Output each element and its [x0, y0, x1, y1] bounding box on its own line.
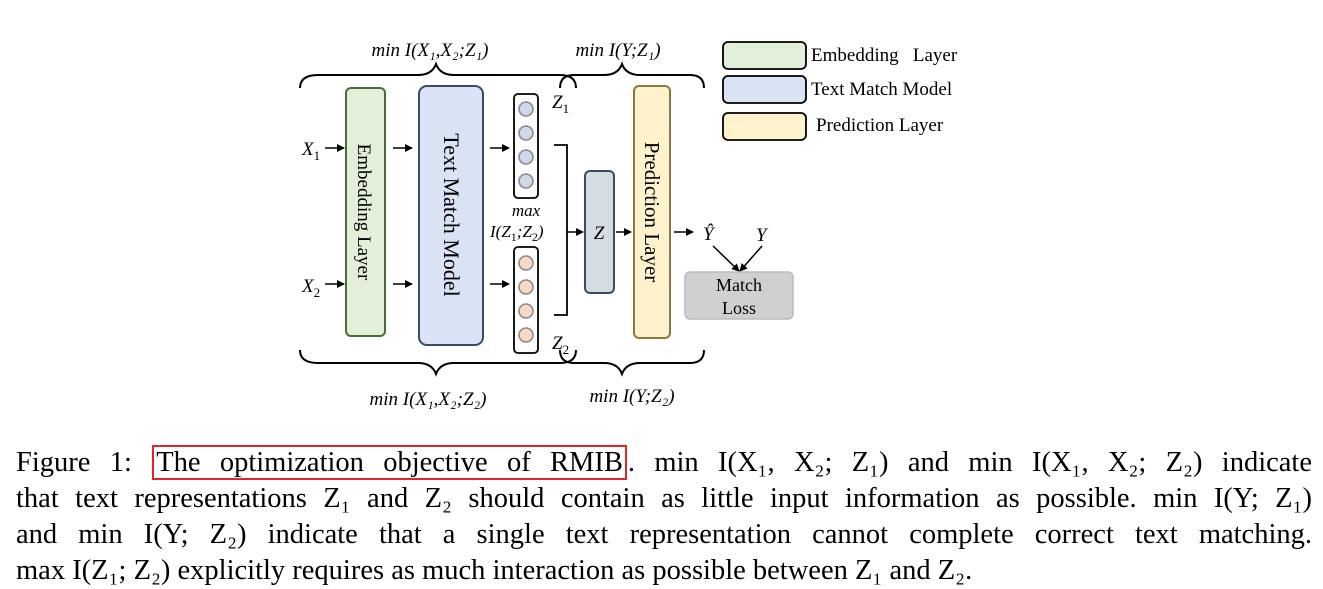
text-match-model-block [418, 85, 484, 346]
z1-label: Z1 [552, 92, 569, 116]
match-loss-line1: Match [716, 275, 762, 295]
z2-node [518, 303, 534, 319]
match-loss-block [684, 271, 794, 320]
max-term-top: max [512, 201, 541, 220]
arrow-yhat-loss [712, 245, 740, 272]
embedding-layer-label: Embedding Layer [353, 144, 374, 281]
caption-line-2: that text representations Z₁ and Z₂ shou… [16, 483, 1312, 514]
input-x2: X2 [301, 276, 320, 300]
z-block [584, 170, 615, 294]
text-match-model-label: Text Match Model [439, 133, 464, 296]
input-x1: X1 [301, 139, 320, 163]
rmib-diagram: min I(X₁,X₂;Z₁) min I(Y;Z₁) min I(X₁,X₂;… [299, 40, 958, 410]
bottom-right-brace [559, 349, 705, 377]
z-inline-label: Z [594, 223, 605, 244]
z2-node [518, 327, 534, 343]
prediction-layer-label: Prediction Layer [640, 142, 664, 283]
caption-line-4: max I(Z₁; Z₂) explicitly requires as muc… [16, 555, 973, 586]
legend-swatch-text-match [722, 75, 807, 104]
objective-bottom-right: min I(Y;Z₂) [589, 386, 674, 407]
legend-label-prediction: Prediction Layer [816, 115, 944, 136]
caption-line-3: and min I(Y; Z₂) indicate that a single … [16, 519, 1312, 550]
z1-vector [513, 93, 539, 199]
match-loss-line2: Loss [722, 298, 756, 318]
max-term-bottom: I(Z1;Z2) [489, 222, 544, 244]
objective-bottom-left: min I(X₁,X₂;Z₂) [370, 389, 487, 410]
caption-title-highlight: The optimization objective of RMIB [152, 445, 627, 480]
z2-label: Z2 [552, 333, 569, 357]
top-left-brace [299, 61, 577, 89]
legend-swatch-embedding [722, 41, 807, 70]
z2-node [518, 255, 534, 271]
caption-line-1-rest: . min I(X₁, X₂; Z₁) and min I(X₁, X₂; Z₂… [627, 447, 1313, 478]
z1-node [518, 173, 534, 189]
caption-line-1: Figure 1: The optimization objective of … [16, 445, 1312, 481]
legend-label-embedding: Embedding Layer [811, 45, 958, 66]
prediction-layer-block [633, 85, 671, 339]
legend-swatch-prediction [722, 112, 807, 141]
objective-top-right: min I(Y;Z₁) [575, 40, 660, 61]
combine-bracket [554, 144, 568, 316]
z1-node [518, 149, 534, 165]
y-hat-label: Ŷ [703, 223, 716, 245]
legend-label-text-match: Text Match Model [811, 79, 952, 100]
figure-label: Figure 1: [16, 447, 152, 478]
figure-caption: Figure 1: The optimization objective of … [16, 445, 1312, 589]
arrow-y-loss [739, 245, 763, 272]
z1-node [518, 101, 534, 117]
z2-vector [513, 246, 539, 354]
embedding-layer-block [345, 87, 386, 337]
y-label: Y [756, 225, 769, 246]
z2-node [518, 279, 534, 295]
top-right-brace [559, 61, 705, 89]
objective-top-left: min I(X₁,X₂;Z₁) [372, 40, 489, 61]
z1-node [518, 125, 534, 141]
